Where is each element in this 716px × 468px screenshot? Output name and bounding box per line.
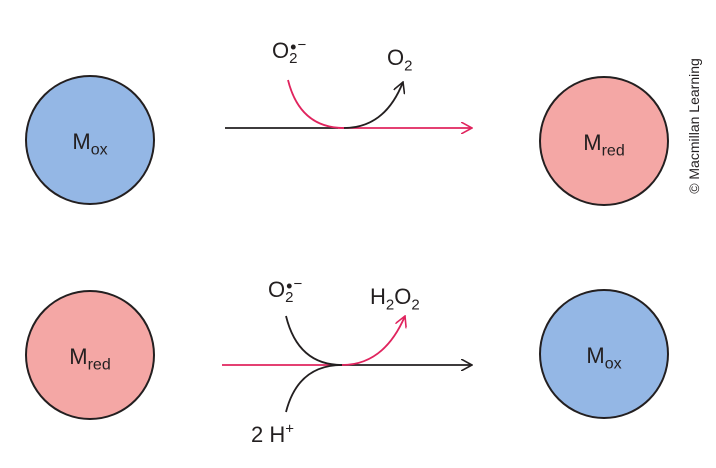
r1-left-metal-label: Mox [72, 129, 108, 159]
r1-product-arrow [343, 82, 403, 129]
r2-left-circle [25, 290, 155, 420]
radical-dot-icon: •2 [285, 276, 294, 307]
r1-right-metal-label: Mred [583, 130, 625, 160]
r2-right-circle [539, 289, 669, 419]
r1-oxygen-label: O2 [387, 45, 413, 75]
r1-left-circle [25, 75, 155, 205]
r1-superoxide-label: O•2− [272, 36, 307, 68]
r2-reactant-curve [285, 315, 343, 366]
r1-reactant-curve [287, 79, 345, 129]
r2-product-arrow [341, 316, 405, 366]
r2-protons-curve [285, 364, 343, 413]
r2-protons-label: 2 H+ [251, 420, 295, 447]
r2-left-metal-label: Mred [69, 344, 111, 374]
r2-hydrogen-peroxide-label: H2O2 [370, 284, 420, 314]
copyright-notice: © Macmillan Learning [686, 58, 702, 194]
r2-superoxide-label: O•2− [268, 275, 303, 307]
radical-dot-icon: •2 [289, 37, 298, 68]
r1-right-circle [539, 76, 669, 206]
r2-right-metal-label: Mox [586, 343, 622, 373]
